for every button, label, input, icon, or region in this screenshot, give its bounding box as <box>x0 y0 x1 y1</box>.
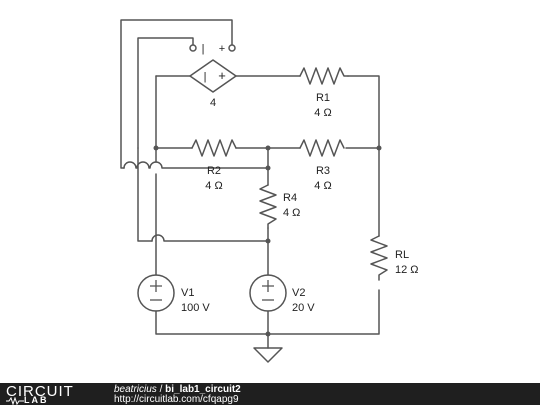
resistor-r2 <box>191 139 237 157</box>
r2-name-label: R2 <box>207 165 221 177</box>
rl-value-label: 12 Ω <box>395 264 419 276</box>
junction-dot <box>153 145 159 151</box>
meta-separator: / <box>156 384 166 395</box>
rl-name-label: RL <box>395 249 409 261</box>
v1-value-label: 100 V <box>181 302 210 314</box>
control-plus-label: + <box>219 43 225 55</box>
dependent-source-diamond <box>189 59 237 93</box>
dep-source-minus-label: | <box>204 71 207 83</box>
project-link[interactable]: bi_lab1_circuit2 <box>165 384 241 395</box>
wire-control-plus-hop <box>123 161 269 169</box>
ground-symbol-icon <box>253 347 283 363</box>
voltage-source-v2 <box>249 274 287 312</box>
v2-plus-icon <box>262 280 274 292</box>
junction-dot <box>376 145 382 151</box>
resistor-r3 <box>299 139 345 157</box>
junction-dot <box>265 165 271 171</box>
control-minus-label: | <box>202 43 205 55</box>
v2-value-label: 20 V <box>292 302 315 314</box>
resistor-rl <box>370 235 388 281</box>
wire-control-minus-down <box>137 147 153 242</box>
dep-source-gain-label: 4 <box>210 97 216 109</box>
logo-wave-icon <box>6 397 24 405</box>
logo-wordmark-bottom: LAB <box>24 395 49 405</box>
r2-value-label: 4 Ω <box>205 180 222 192</box>
wire-control-minus <box>137 37 194 149</box>
resistor-r1 <box>299 67 349 85</box>
dep-source-plus-label: + <box>218 68 226 83</box>
resistor-r4 <box>259 184 277 229</box>
r1-name-label: R1 <box>316 92 330 104</box>
author-link[interactable]: beatricius <box>114 384 157 395</box>
wire-control-plus <box>120 19 233 169</box>
terminal-minus-icon <box>189 44 197 52</box>
r4-name-label: R4 <box>283 192 297 204</box>
wire-control-minus-hop <box>151 234 269 242</box>
junction-dot <box>265 238 271 244</box>
junction-dot <box>265 331 271 337</box>
logo-wordmark-top: CIRCUIT <box>6 383 74 400</box>
r3-value-label: 4 Ω <box>314 180 331 192</box>
r4-value-label: 4 Ω <box>283 207 300 219</box>
r3-name-label: R3 <box>316 165 330 177</box>
v2-name-label: V2 <box>292 287 305 299</box>
project-url-link[interactable]: http://circuitlab.com/cfqapg9 <box>114 394 239 405</box>
r1-value-label: 4 Ω <box>314 107 331 119</box>
junction-dot <box>265 145 271 151</box>
circuit-diagram: | + | + 4 R1 4 Ω R2 4 Ω R3 4 Ω R4 4 Ω RL… <box>120 19 419 363</box>
voltage-source-v1 <box>137 274 175 312</box>
project-meta: beatricius / bi_lab1_circuit2 <box>114 384 241 395</box>
wire-r1-right <box>347 75 380 149</box>
footer-bar: CIRCUIT LAB beatricius / bi_lab1_circuit… <box>0 383 540 405</box>
v1-name-label: V1 <box>181 287 194 299</box>
v1-plus-icon <box>150 280 162 292</box>
terminal-plus-icon <box>228 44 236 52</box>
